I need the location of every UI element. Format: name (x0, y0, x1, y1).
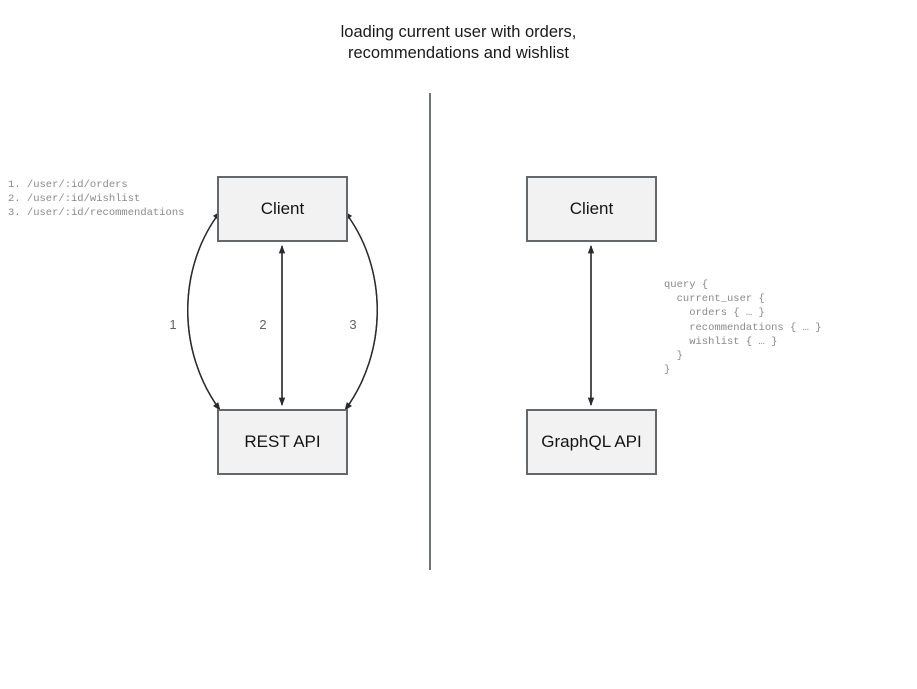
node-client-rest-label: Client (260, 199, 305, 218)
rest-edge-1 (187, 211, 221, 411)
node-rest-api[interactable]: REST API (217, 409, 348, 475)
node-client-graphql-label: Client (569, 199, 614, 218)
node-graphql-api-label: GraphQL API (541, 432, 642, 451)
rest-edge-1-reverse (187, 211, 221, 411)
node-client-rest[interactable]: Client (217, 176, 348, 242)
rest-endpoint-list: 1. /user/:id/orders 2. /user/:id/wishlis… (8, 179, 185, 220)
edge-label-1: 1 (169, 317, 177, 332)
vertical-divider (429, 93, 431, 570)
rest-edge-3 (344, 211, 378, 411)
node-rest-api-label: REST API (244, 432, 321, 451)
edge-label-2: 2 (259, 317, 267, 332)
node-client-graphql[interactable]: Client (526, 176, 657, 242)
diagram-title: loading current user with orders, recomm… (340, 23, 577, 62)
node-graphql-api[interactable]: GraphQL API (526, 409, 657, 475)
edge-label-3: 3 (349, 317, 357, 332)
graphql-query-snippet: query { current_user { orders { … } reco… (664, 279, 822, 377)
rest-edge-3-reverse (344, 211, 378, 411)
